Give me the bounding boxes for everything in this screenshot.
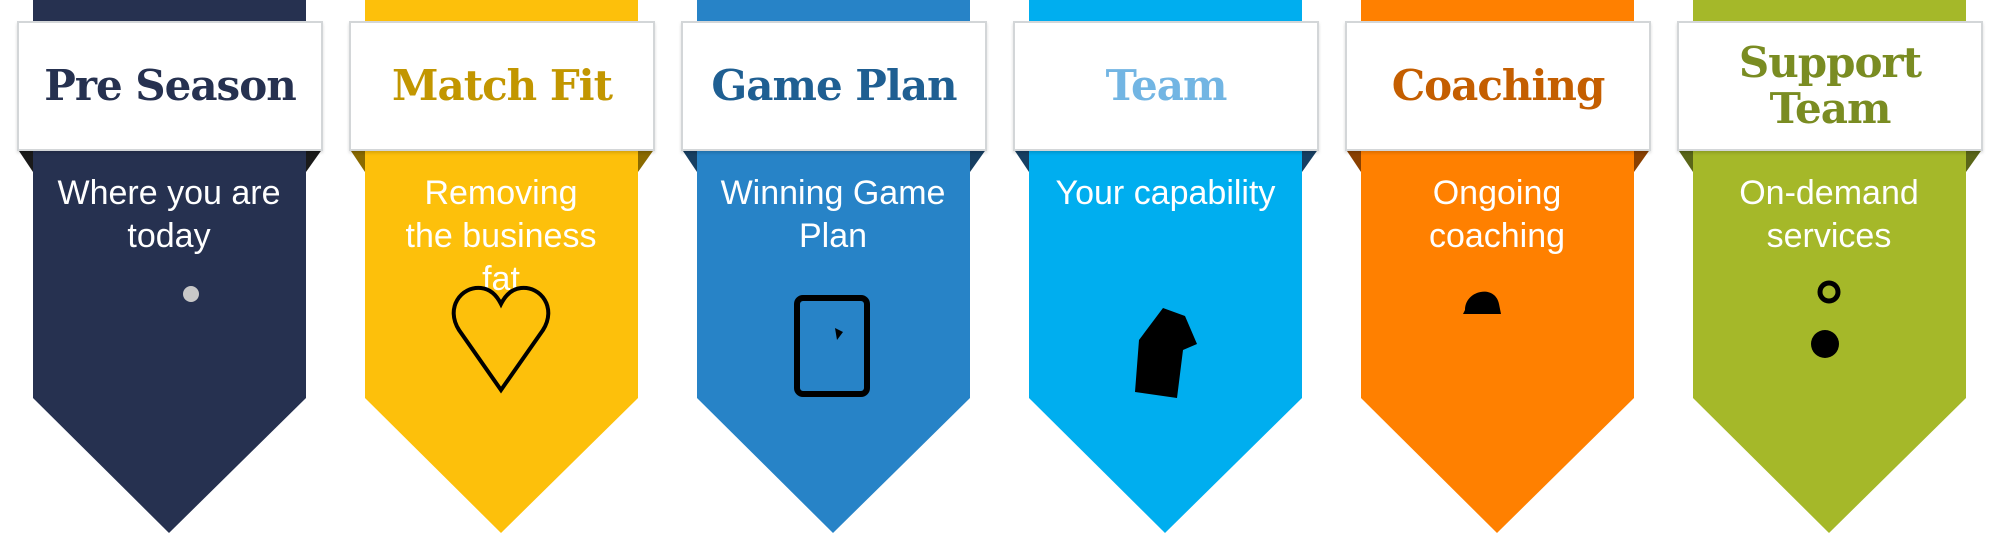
banner-header: Game Plan	[681, 21, 987, 151]
clipboard-strategy-icon	[794, 295, 870, 397]
banner-subtitle: Where you are today	[57, 174, 281, 255]
banner-support-team: Support Team On-demand services	[1677, 0, 1983, 533]
juggler-icon	[1811, 280, 1841, 358]
banner-header: Support Team	[1677, 21, 1983, 151]
banner-subtitle: Removing the business fat	[405, 174, 597, 298]
banner-shape	[349, 0, 655, 533]
physiotherapy-icon	[183, 286, 199, 302]
banner-header: Pre Season	[17, 21, 323, 151]
banner-header: Team	[1013, 21, 1319, 151]
banner-subtitle: Ongoing coaching	[1428, 174, 1566, 255]
heart-dumbbell-icon	[451, 285, 551, 394]
coach-icon	[1463, 291, 1501, 322]
banner-title: Coaching	[1391, 61, 1606, 110]
banner-header: Coaching	[1345, 21, 1651, 151]
banner-coaching: Coaching Ongoing coaching	[1345, 0, 1651, 533]
banner-shape	[681, 0, 987, 533]
team-shirt-icon: 3	[1135, 308, 1197, 398]
banner-shape	[17, 0, 323, 533]
banner-subtitle: On-demand services	[1739, 174, 1919, 255]
banner-header: Match Fit	[349, 21, 655, 151]
banner-title: Team	[1105, 61, 1228, 110]
banner-title: Game Plan	[711, 61, 957, 110]
banner-game-plan: Game Plan Winning Game Plan	[681, 0, 987, 533]
banner-team: Team Your capability 3	[1013, 0, 1319, 533]
banner-pre-season: Pre Season Where you are today	[17, 0, 323, 533]
banner-shape	[1345, 0, 1651, 533]
banner-subtitle: Winning Game Plan	[720, 174, 946, 255]
banner-title: Match Fit	[391, 61, 613, 110]
banner-title: Support Team	[1738, 38, 1922, 133]
banner-match-fit: Match Fit Removing the business fat	[349, 0, 655, 533]
banner-title: Pre Season	[44, 61, 297, 110]
banner-subtitle: Your capability	[1055, 174, 1276, 212]
